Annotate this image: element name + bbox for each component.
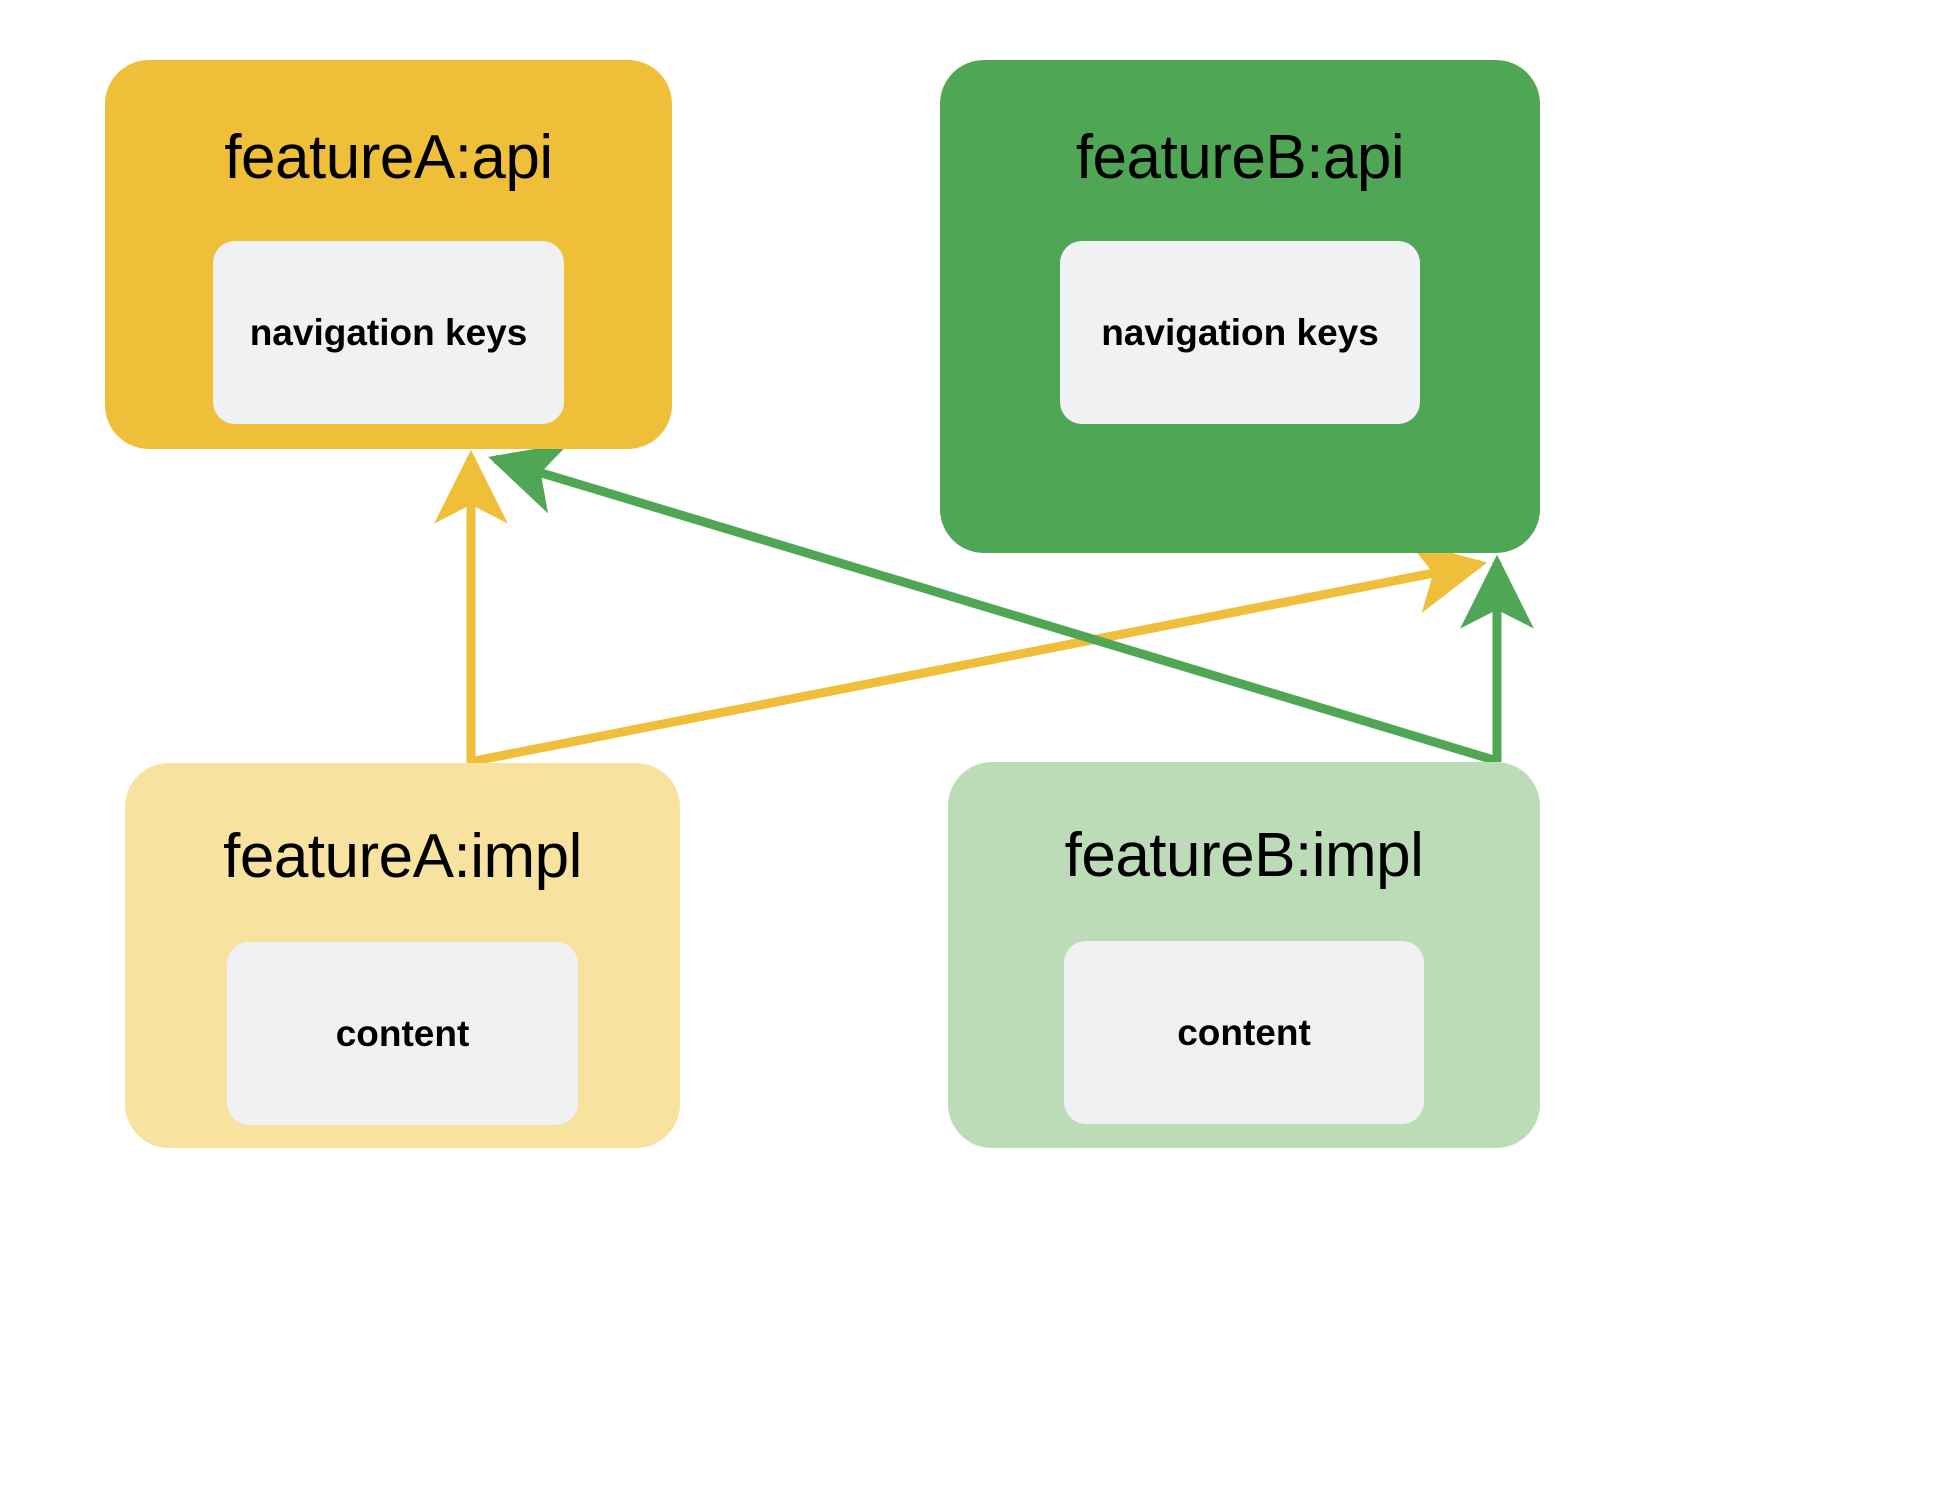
module-title-featureA-impl: featureA:impl bbox=[223, 822, 582, 891]
module-title-featureB-impl: featureB:impl bbox=[1064, 821, 1424, 890]
inner-block-label: content bbox=[1177, 1012, 1311, 1053]
inner-block-label: content bbox=[335, 1013, 470, 1054]
edge-featureA-impl-to-featureB-api bbox=[473, 540, 1488, 766]
inner-block-content-featureA[interactable]: content bbox=[227, 942, 578, 1125]
module-title-featureA-api: featureA:api bbox=[224, 123, 553, 192]
inner-block-label: navigation keys bbox=[1101, 312, 1379, 353]
module-featureA-api[interactable]: featureA:api navigation keys bbox=[105, 60, 672, 449]
module-title-featureB-api: featureB:api bbox=[1075, 123, 1405, 192]
inner-block-content-featureB[interactable]: content bbox=[1064, 941, 1424, 1124]
inner-block-navigation-keys-featureB[interactable]: navigation keys bbox=[1060, 241, 1420, 424]
inner-block-label: navigation keys bbox=[249, 312, 528, 353]
module-featureA-impl[interactable]: featureA:impl content bbox=[125, 763, 680, 1148]
module-featureB-api[interactable]: featureB:api navigation keys bbox=[940, 60, 1540, 553]
inner-block-navigation-keys-featureA[interactable]: navigation keys bbox=[213, 241, 564, 424]
module-featureB-impl[interactable]: featureB:impl content bbox=[948, 762, 1540, 1148]
